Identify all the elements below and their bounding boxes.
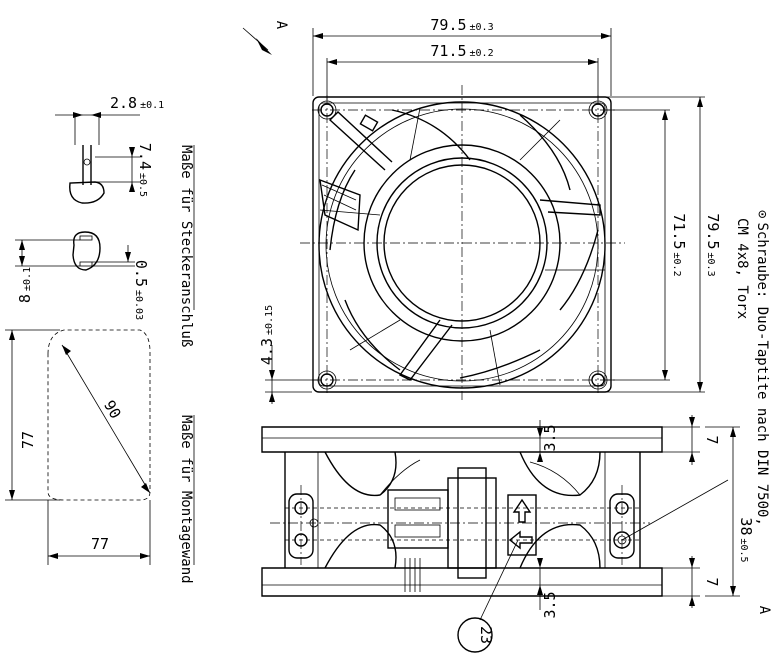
connector-width-label: 2.8±0.1: [110, 94, 164, 112]
wall-height-label: 77: [19, 431, 37, 449]
flange-top-label: 7: [703, 435, 721, 444]
wall-diagonal-label: 90: [100, 397, 125, 422]
hole-offset-label: 4.3±0.15: [258, 305, 276, 365]
struts: [319, 111, 601, 381]
overall-width-label: 79.5±0.3: [430, 16, 493, 34]
screw-line2: CM 4x8, Torx: [734, 218, 750, 319]
connector-detail: 2.8±0.1 7.4±0.5 8±0.1 0.5±0.03 Maße für …: [15, 94, 195, 347]
hole-spacing-v-label: 71.5±0.2: [670, 213, 688, 276]
view-marker: A: [273, 21, 289, 30]
svg-text:⊙Schraube: Duo-Taptite nach DI: ⊙ Schraube: Duo-Taptite nach DIN 7500,: [754, 210, 770, 526]
depth-label: 38±0.5: [737, 517, 755, 562]
connector-thickness-label: 0.5±0.03: [132, 260, 150, 320]
fan-blades: [319, 107, 605, 386]
wall-width-label: 77: [91, 535, 109, 553]
front-view: [300, 85, 625, 400]
view-marker-bottom: A: [756, 606, 772, 615]
screw-line1: Schraube: Duo-Taptite nach DIN 7500,: [754, 222, 770, 525]
mounting-title: Maße für Montagewand: [178, 415, 194, 584]
view-arrow-top: A: [242, 21, 289, 55]
front-dimensions: 79.5±0.3 71.5±0.2 79.5±0.3 71.5±0.2 4.3±…: [258, 16, 722, 404]
mounting-wall: 77 77 90 Maße für Montagewand: [5, 329, 195, 584]
connector-height-label: 7.4±0.5: [136, 143, 154, 197]
screw-symbol: ⊙: [754, 210, 770, 219]
connector-title: Maße für Steckeranschluß: [178, 145, 194, 347]
side-view: [261, 426, 663, 597]
screw-note: ⊙ Schraube: Duo-Taptite nach DIN 7500, CM…: [734, 210, 770, 526]
rib-top-label: 3.5: [541, 424, 559, 451]
hole-spacing-label: 71.5±0.2: [430, 42, 493, 60]
flange-bottom-label: 7: [703, 577, 721, 586]
overall-height-label: 79.5±0.3: [704, 213, 722, 276]
item-callout: 23: [477, 626, 495, 644]
side-dimensions: 3.5 3.5 7 7 38±0.5 23 A: [457, 415, 772, 653]
rib-bottom-label: 3.5: [541, 591, 559, 618]
connector-length-label: 8±0.1: [16, 267, 34, 303]
